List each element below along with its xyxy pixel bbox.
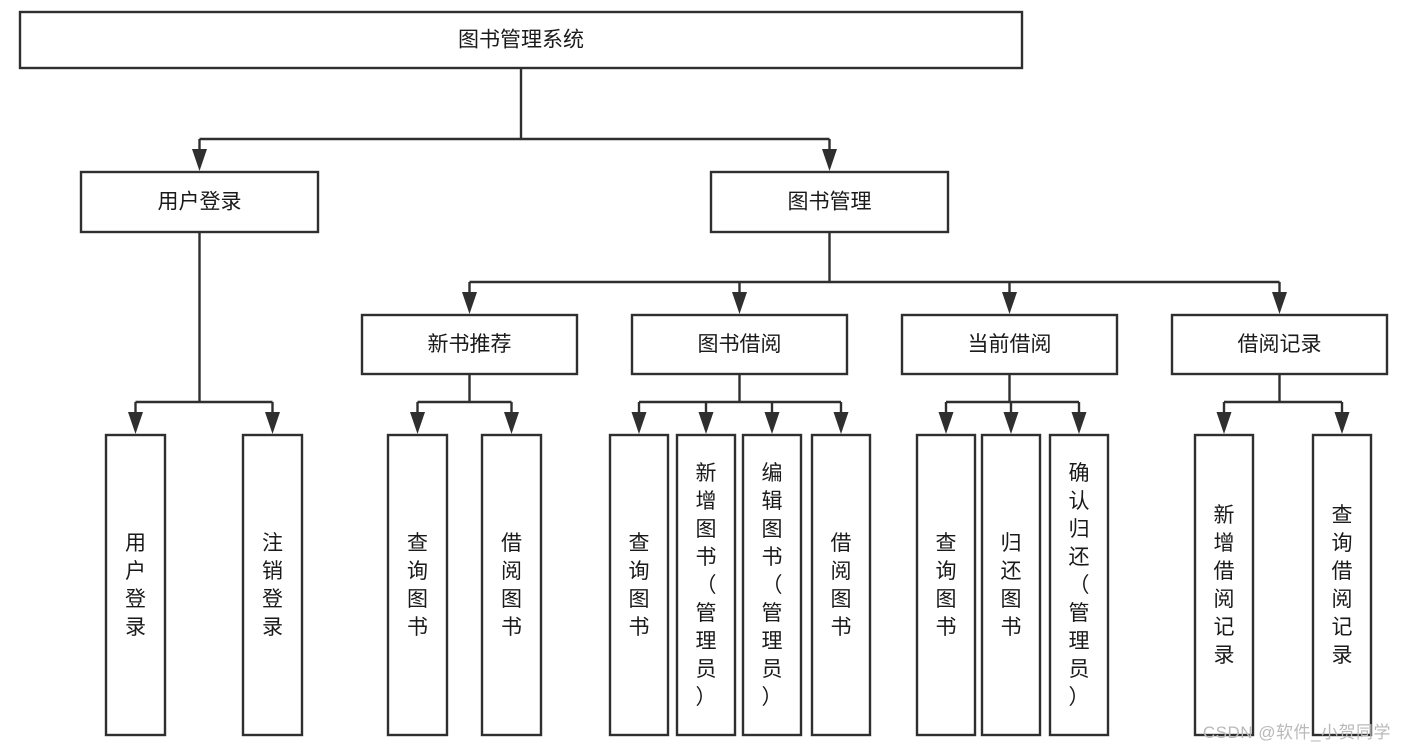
node-leaf-borrow-book-1[interactable]: 借阅图书	[480, 433, 543, 737]
node-book-borrow-label: 图书借阅	[698, 333, 782, 356]
node-leaf-return-book[interactable]: 归还图书	[980, 433, 1042, 737]
node-leaf-borrow-book-2[interactable]: 借阅图书	[810, 433, 872, 737]
node-user-login-box[interactable]	[79, 170, 320, 234]
connector-group-book-manage	[462, 232, 1287, 314]
node-leaf-user-login-box[interactable]	[104, 433, 167, 737]
node-leaf-confirm-return[interactable]: 确认归还（管理员）	[1048, 433, 1110, 737]
connector-group-book-borrow	[631, 374, 849, 434]
node-leaf-query-book-3[interactable]: 查询图书	[915, 433, 977, 737]
node-new-book-recommend-label: 新书推荐	[428, 333, 512, 356]
node-layer: 图书管理系统用户登录图书管理新书推荐图书借阅当前借阅借阅记录用户登录注销登录查询…	[18, 10, 1389, 737]
node-leaf-return-book-box[interactable]	[980, 433, 1042, 737]
node-book-manage-label: 图书管理	[788, 191, 872, 214]
node-book-manage-box[interactable]	[709, 170, 950, 234]
node-leaf-query-record-box[interactable]	[1311, 433, 1373, 737]
connector-group-borrow-record	[1216, 374, 1350, 434]
node-root-title-box[interactable]	[18, 10, 1024, 70]
node-book-manage[interactable]: 图书管理	[709, 170, 950, 234]
node-leaf-query-record-label: 查询借阅记录	[1332, 504, 1353, 667]
node-leaf-add-record-label: 新增借阅记录	[1214, 504, 1235, 667]
node-user-login-label: 用户登录	[158, 191, 242, 214]
node-leaf-query-book-2[interactable]: 查询图书	[608, 433, 670, 737]
node-current-borrow-label: 当前借阅	[968, 333, 1052, 356]
node-book-borrow[interactable]: 图书借阅	[630, 313, 849, 376]
node-borrow-record[interactable]: 借阅记录	[1170, 313, 1389, 376]
connector-layer	[128, 68, 1350, 434]
node-leaf-query-book-3-label: 查询图书	[936, 532, 957, 639]
node-book-borrow-box[interactable]	[630, 313, 849, 376]
node-leaf-query-book-2-label: 查询图书	[629, 532, 650, 639]
node-root-title[interactable]: 图书管理系统	[18, 10, 1024, 70]
node-leaf-add-book-label: 新增图书（管理员）	[696, 462, 717, 709]
node-new-book-recommend[interactable]: 新书推荐	[360, 313, 579, 376]
node-leaf-borrow-book-1-box[interactable]	[480, 433, 543, 737]
node-leaf-query-book-1-box[interactable]	[386, 433, 449, 737]
node-leaf-query-book-1-label: 查询图书	[407, 532, 428, 639]
node-leaf-add-book[interactable]: 新增图书（管理员）	[675, 433, 737, 737]
node-leaf-user-logout-box[interactable]	[241, 433, 304, 737]
node-current-borrow[interactable]: 当前借阅	[900, 313, 1119, 376]
node-leaf-query-book-3-box[interactable]	[915, 433, 977, 737]
node-root-title-label: 图书管理系统	[458, 29, 584, 52]
node-leaf-borrow-book-2-label: 借阅图书	[831, 532, 852, 639]
node-leaf-add-book-box[interactable]	[675, 433, 737, 737]
node-leaf-borrow-book-1-label: 借阅图书	[501, 532, 522, 639]
node-leaf-user-logout[interactable]: 注销登录	[241, 433, 304, 737]
node-leaf-user-logout-label: 注销登录	[262, 532, 283, 639]
node-new-book-recommend-box[interactable]	[360, 313, 579, 376]
connector-group-new-book-recommend	[410, 374, 519, 434]
node-leaf-edit-book[interactable]: 编辑图书（管理员）	[741, 433, 803, 737]
connector-group-root	[192, 68, 837, 171]
node-leaf-query-record[interactable]: 查询借阅记录	[1311, 433, 1373, 737]
node-leaf-add-record-box[interactable]	[1193, 433, 1255, 737]
node-leaf-confirm-return-label: 确认归还（管理员）	[1069, 462, 1090, 709]
connector-group-user-login	[128, 232, 280, 434]
node-leaf-confirm-return-box[interactable]	[1048, 433, 1110, 737]
node-leaf-borrow-book-2-box[interactable]	[810, 433, 872, 737]
node-leaf-edit-book-box[interactable]	[741, 433, 803, 737]
node-borrow-record-label: 借阅记录	[1238, 333, 1322, 356]
node-user-login[interactable]: 用户登录	[79, 170, 320, 234]
node-leaf-edit-book-label: 编辑图书（管理员）	[762, 462, 783, 709]
connector-group-current-borrow	[938, 374, 1087, 434]
node-current-borrow-box[interactable]	[900, 313, 1119, 376]
node-leaf-user-login-label: 用户登录	[125, 532, 146, 639]
node-leaf-user-login[interactable]: 用户登录	[104, 433, 167, 737]
node-leaf-add-record[interactable]: 新增借阅记录	[1193, 433, 1255, 737]
node-leaf-return-book-label: 归还图书	[1001, 532, 1022, 639]
node-leaf-query-book-2-box[interactable]	[608, 433, 670, 737]
node-leaf-query-book-1[interactable]: 查询图书	[386, 433, 449, 737]
node-borrow-record-box[interactable]	[1170, 313, 1389, 376]
